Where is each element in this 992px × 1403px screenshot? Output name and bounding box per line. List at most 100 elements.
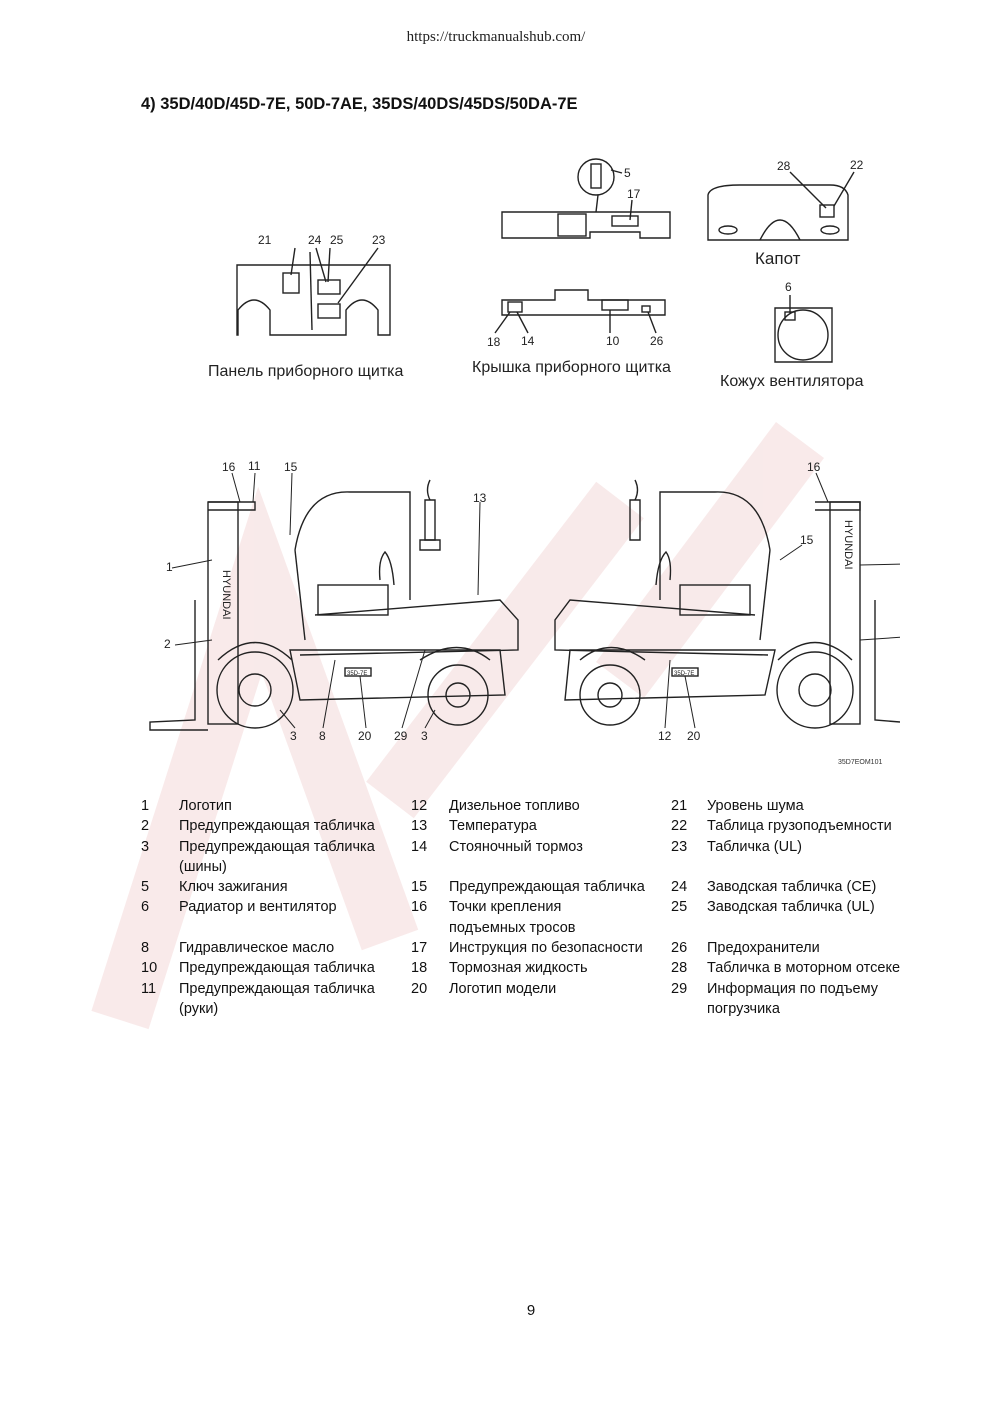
forklift-diagram: HYUNDAI HYUNDAI 35D-7E 35D-7E Панель при…	[149, 158, 900, 766]
callout-29: 29	[394, 729, 408, 743]
legend-number: 29	[671, 980, 688, 997]
callout-13: 13	[473, 491, 487, 505]
caption-hood: Капот	[755, 249, 801, 268]
callout-3-left-a: 3	[290, 729, 297, 743]
callout-18: 18	[487, 335, 501, 349]
legend-text: Ключ зажигания	[179, 879, 288, 896]
legend-number: 1	[141, 798, 150, 814]
legend-text: Дизельное топливо	[449, 798, 580, 814]
legend-number: 14	[411, 838, 428, 855]
legend-text: Температура	[449, 818, 537, 835]
legend-row: 10 Предупреждающая табличка 18 Тормозная…	[141, 958, 931, 978]
cover-top-drawing	[501, 158, 671, 239]
callout-16-right: 16	[807, 460, 821, 474]
legend-number: 15	[411, 879, 428, 896]
legend-text: Стояночный тормоз	[449, 838, 583, 855]
legend-number: 28	[671, 960, 688, 977]
legend-row: 2 Предупреждающая табличка 13 Температур…	[141, 816, 931, 836]
callout-10: 10	[606, 334, 620, 348]
caption-cover: Крышка приборного щитка	[472, 359, 671, 376]
model-plate-right: 35D-7E	[674, 671, 694, 677]
page-number: 9	[526, 1302, 536, 1319]
legend-number: 18	[411, 960, 428, 977]
legend-text: Предупреждающая табличка (руки)	[179, 980, 375, 1017]
brand-logo-left: HYUNDAI	[220, 570, 232, 620]
instrument-panel-drawing	[236, 247, 391, 336]
legend-text: Предупреждающая табличка	[179, 960, 375, 977]
leader-lines	[171, 472, 900, 729]
legend-text: Логотип модели	[449, 980, 557, 997]
legend-text: Тормозная жидкость	[449, 960, 588, 977]
caption-panel: Панель приборного щитка	[208, 363, 404, 380]
legend-text: Предупреждающая табличка	[449, 879, 645, 896]
callout-28: 28	[777, 159, 791, 173]
callout-23: 23	[372, 233, 386, 247]
callout-8: 8	[319, 729, 326, 743]
legend-text: Предохранители	[707, 940, 820, 957]
legend-text: Информация по подъему погрузчика	[707, 980, 878, 1017]
legend-row: 5 Ключ зажигания 15 Предупреждающая табл…	[141, 877, 931, 897]
section-heading: 4) 35D/40D/45D-7E, 50D-7AE, 35DS/40DS/45…	[141, 95, 578, 113]
fan-shroud-drawing	[774, 295, 833, 363]
header-url[interactable]: https://truckmanualshub.com/	[406, 29, 586, 45]
legend-number: 23	[671, 838, 688, 855]
legend-text: Таблица грузоподъемности	[707, 818, 892, 835]
legend-number: 5	[141, 879, 150, 896]
legend-number: 21	[671, 798, 688, 814]
legend-text: Логотип	[179, 798, 232, 814]
callout-17: 17	[627, 187, 641, 201]
legend-text: Предупреждающая табличка	[179, 818, 375, 835]
brand-logo-right: HYUNDAI	[842, 520, 854, 570]
legend-row: 6 Радиатор и вентилятор 16 Точки креплен…	[141, 897, 931, 938]
callout-26: 26	[650, 334, 664, 348]
callout-2-left: 2	[164, 637, 171, 651]
legend-number: 22	[671, 818, 688, 835]
legend-text: Инструкция по безопасности	[449, 940, 643, 957]
legend-text: Табличка в моторном отсеке	[707, 960, 901, 977]
right-forklift-drawing	[554, 479, 900, 729]
legend-number: 10	[141, 960, 158, 977]
callout-22: 22	[850, 158, 864, 172]
legend-text: Гидравлическое масло	[179, 940, 335, 957]
caption-fan: Кожух вентилятора	[720, 373, 864, 390]
legend-text: Табличка (UL)	[707, 838, 802, 855]
callout-3-left-b: 3	[421, 729, 428, 743]
legend-number: 16	[411, 899, 428, 916]
legend-number: 11	[141, 980, 157, 997]
legend-number: 3	[141, 838, 150, 855]
legend-number: 26	[671, 940, 688, 957]
left-forklift-drawing	[149, 479, 519, 731]
legend-number: 25	[671, 899, 688, 916]
figure-code: 35D7EOM101	[838, 759, 882, 766]
legend-text: Радиатор и вентилятор	[179, 899, 337, 916]
callout-21: 21	[258, 233, 272, 247]
callout-20-left: 20	[358, 729, 372, 743]
legend-row: 1 Логотип 12 Дизельное топливо 21 Уровен…	[141, 796, 931, 816]
legend-number: 8	[141, 940, 150, 957]
legend-number: 17	[411, 940, 428, 957]
legend-text: Предупреждающая табличка (шины)	[179, 838, 375, 875]
label-location-figure: HYUNDAI HYUNDAI 35D-7E 35D-7E Панель при…	[140, 140, 900, 780]
callout-15-left: 15	[284, 460, 298, 474]
hood-drawing	[707, 171, 855, 241]
legend-text: Уровень шума	[707, 798, 804, 814]
legend-number: 24	[671, 879, 688, 896]
callout-12: 12	[658, 729, 672, 743]
cover-bottom-drawing	[494, 289, 666, 334]
legend-number: 20	[411, 980, 428, 997]
callout-14: 14	[521, 334, 535, 348]
callout-5: 5	[624, 166, 631, 180]
callout-15-right: 15	[800, 533, 814, 547]
legend-number: 12	[411, 798, 428, 814]
callout-1-left: 1	[166, 560, 173, 574]
legend-row: 11 Предупреждающая табличка (руки) 20 Ло…	[141, 979, 931, 1020]
callout-11: 11	[248, 459, 261, 473]
callout-6: 6	[785, 280, 792, 294]
callout-16-left: 16	[222, 460, 236, 474]
legend-row: 3 Предупреждающая табличка (шины) 14 Сто…	[141, 837, 931, 878]
legend-number: 6	[141, 899, 150, 916]
legend-number: 13	[411, 818, 428, 835]
callout-20-right: 20	[687, 729, 701, 743]
legend-text: Заводская табличка (CE)	[707, 879, 877, 896]
legend-number: 2	[141, 818, 150, 835]
